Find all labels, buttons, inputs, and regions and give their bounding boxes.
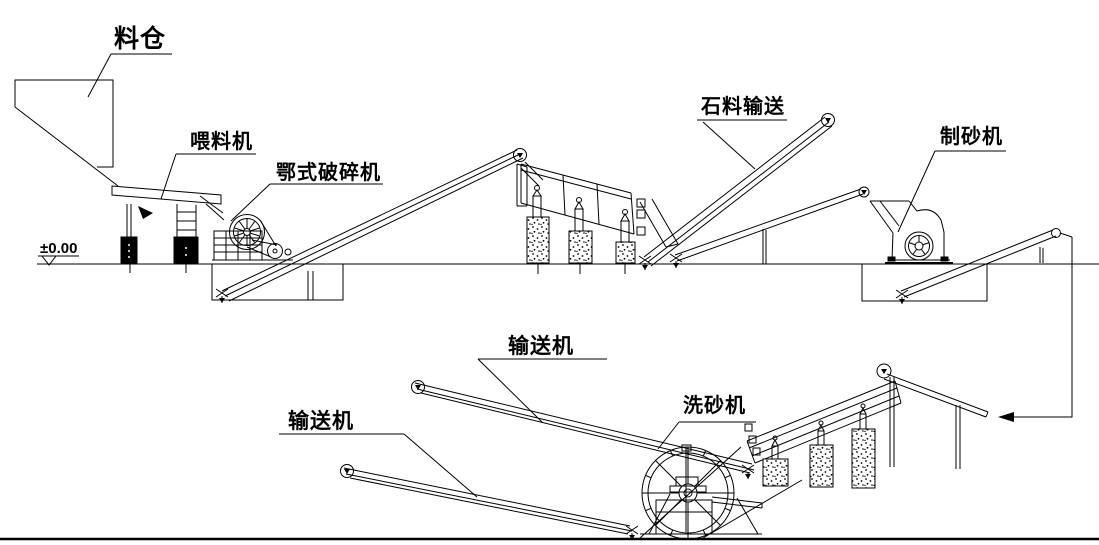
feeder-drawing [111,185,225,273]
jaw-crusher-drawing [212,214,293,261]
label-conveyor-lower: 输送机 [288,410,354,433]
label-silo: 料仓 [114,25,167,53]
label-conveyor-upper-leader [477,358,607,424]
label-silo-leader [87,53,172,98]
label-sand-maker-leader [897,150,1006,233]
label-elevation: ±0.00 [40,240,78,257]
label-feeder-leader [160,153,256,200]
label-sand-washer-leader [657,421,756,450]
dewatering-screen-drawing [639,363,989,539]
label-stone-conveying: 石料输送 [701,96,785,118]
silo-drawing [14,79,119,187]
label-sand-maker: 制砂机 [940,126,1003,148]
elevation-marker [38,255,79,266]
label-jaw-crusher-leader [230,183,383,222]
stockpile-conveyor-upper [411,380,755,480]
label-stone-conveying-leader [697,119,787,170]
vibrating-screen-drawing [516,161,679,274]
label-annotations [87,53,1006,498]
flow-connector-arrow [998,232,1073,422]
stockpile-conveyor-lower [340,464,639,541]
stone-conveyor-drawing [638,113,835,271]
rotor-spokes [909,236,929,255]
label-sand-washer: 洗砂机 [683,395,746,417]
sandmaker-pit [861,264,988,302]
label-feeder: 喂料机 [190,131,253,153]
sand-maker-drawing [869,200,953,264]
label-conveyor-lower-leader [279,433,478,498]
screen-to-sandmaker-conveyor [669,186,870,269]
label-jaw-crusher: 鄂式破碎机 [276,162,381,184]
flywheel-spokes [234,219,260,245]
label-conveyor-upper: 输送机 [508,335,574,358]
sandmaker-discharge-conveyor [895,228,1061,305]
sand-washer-drawing [640,444,763,540]
left-arrow-icon [998,412,1014,422]
washer-spokes [648,453,728,533]
crusher-pit [211,264,344,301]
conveyor-crusher-to-screen [215,148,527,304]
